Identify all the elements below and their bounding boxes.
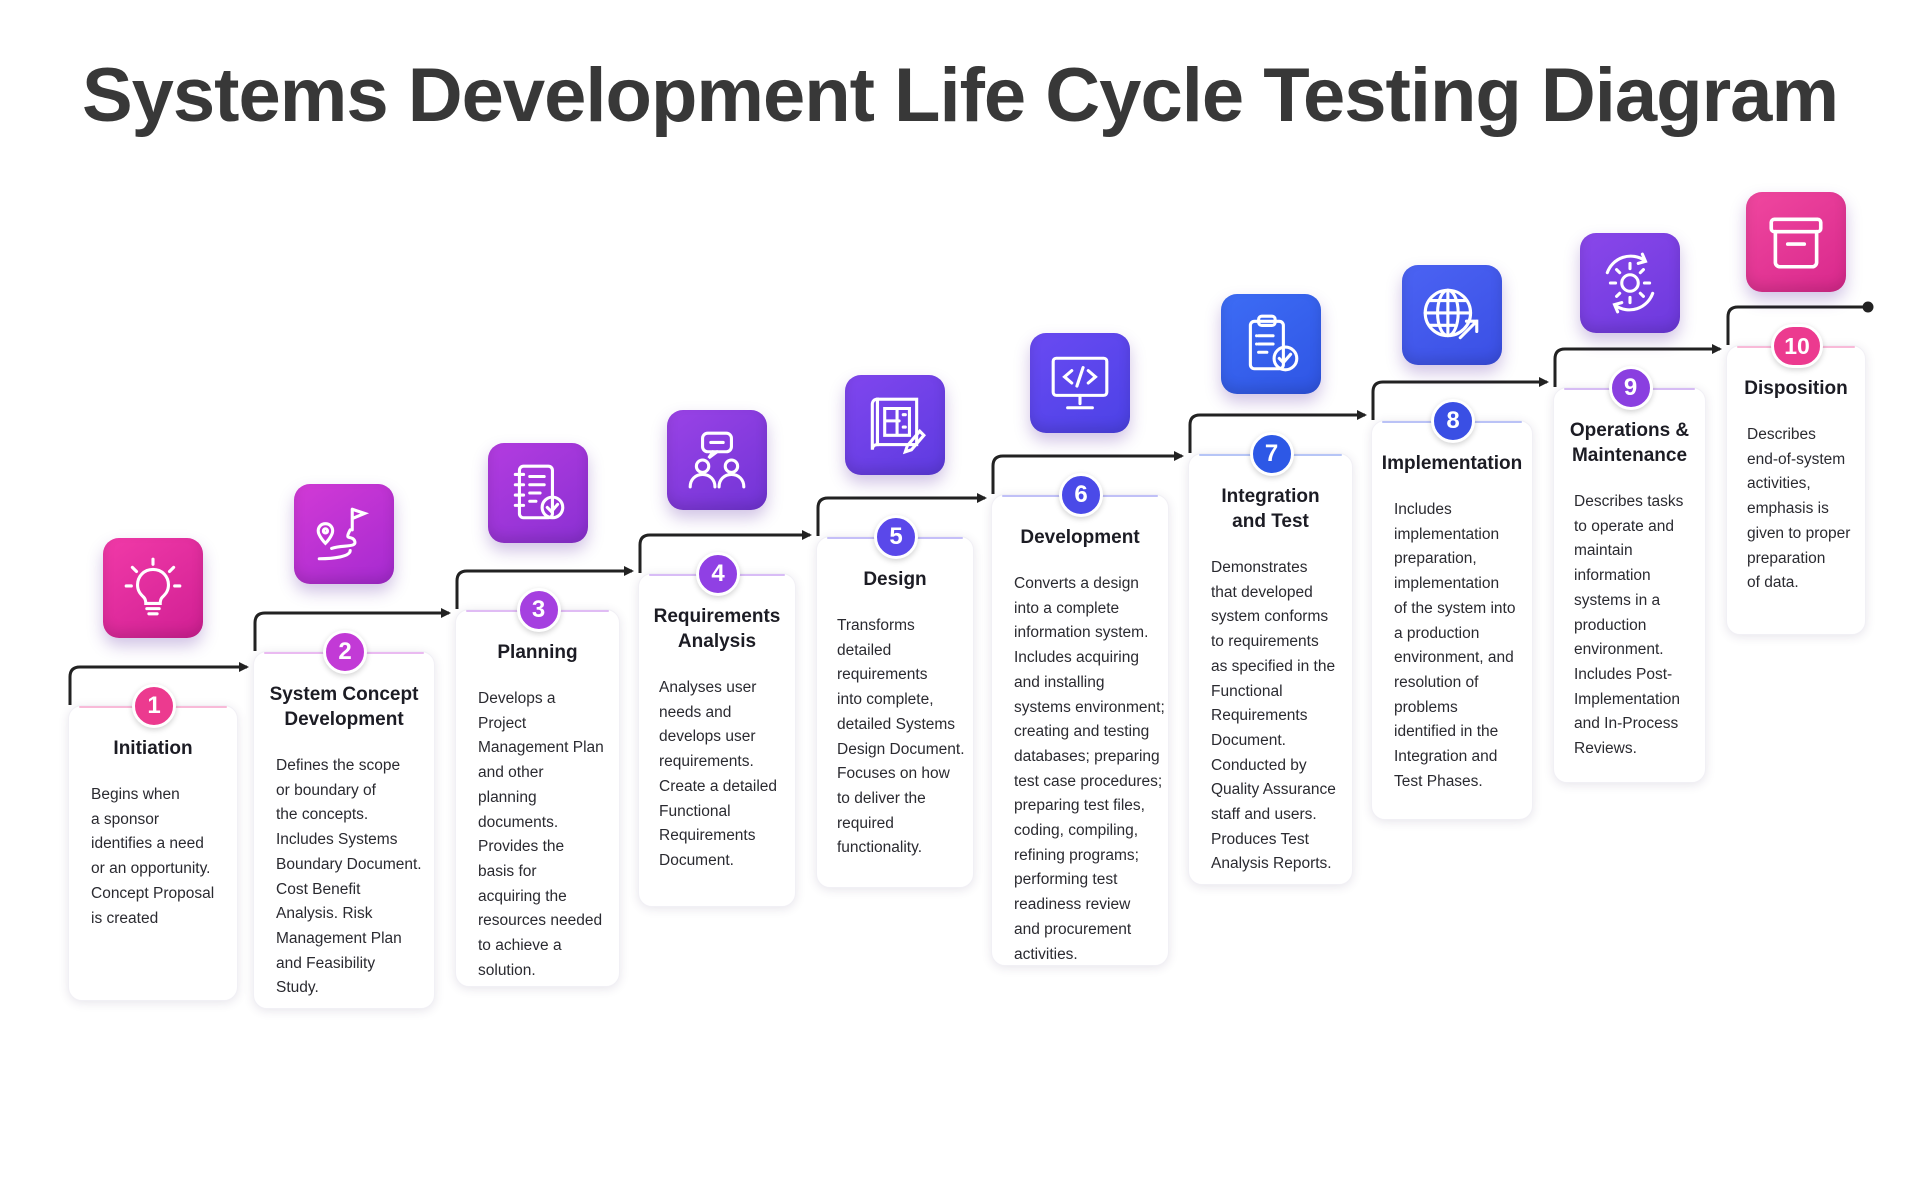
gear-cycle-icon bbox=[1579, 233, 1680, 333]
clipboard-check-icon bbox=[1220, 294, 1321, 394]
blueprint-pencil-icon bbox=[845, 375, 945, 475]
code-monitor-icon bbox=[1030, 333, 1130, 433]
step-description: Develops a Project Management Plan and o… bbox=[478, 690, 604, 979]
step-number-badge: 10 bbox=[1771, 324, 1823, 368]
step-number-badge: 7 bbox=[1249, 432, 1294, 476]
step-title: Disposition bbox=[1744, 378, 1848, 399]
step-title: Operations & Maintenance bbox=[1569, 420, 1690, 466]
step-title: Development bbox=[1020, 527, 1140, 548]
step-description: Describes end-of-system activities, emph… bbox=[1747, 426, 1851, 592]
step-number-badge: 9 bbox=[1608, 366, 1653, 410]
step-number-badge: 2 bbox=[323, 630, 367, 674]
route-flag-icon bbox=[294, 484, 394, 584]
step-number-badge: 5 bbox=[874, 515, 918, 559]
step-description: Begins when a sponsor identifies a need … bbox=[91, 786, 215, 927]
step-description: Defines the scope or boundary of the con… bbox=[276, 757, 422, 997]
globe-arrow-icon bbox=[1402, 265, 1502, 365]
step-description: Converts a design into a complete inform… bbox=[1014, 575, 1165, 963]
archive-box-icon bbox=[1746, 192, 1846, 292]
step-description: Describes tasks to operate and maintain … bbox=[1574, 493, 1684, 758]
step-title: Initiation bbox=[113, 738, 193, 759]
step-description: Includes implementation preparation, imp… bbox=[1394, 501, 1516, 790]
connector-end-dot bbox=[1862, 301, 1874, 313]
step-title: Requirements Analysis bbox=[653, 606, 781, 652]
step-title: Design bbox=[863, 569, 927, 590]
step-description: Transforms detailed requirements into co… bbox=[837, 617, 965, 857]
step-description: Analyses user needs and develops user re… bbox=[659, 679, 778, 869]
page-title: Systems Development Life Cycle Testing D… bbox=[81, 53, 1839, 138]
step-description: Demonstrates that developed system confo… bbox=[1211, 559, 1336, 873]
step-title: Integration and Test bbox=[1221, 486, 1320, 532]
step-title: Implementation bbox=[1381, 453, 1523, 474]
lightbulb-icon bbox=[103, 538, 203, 638]
step-number-badge: 8 bbox=[1431, 399, 1475, 443]
users-discussion-icon bbox=[667, 410, 767, 510]
step-title: System Concept Development bbox=[269, 684, 419, 730]
step-number-badge: 6 bbox=[1059, 473, 1103, 517]
step-number-badge: 3 bbox=[516, 588, 561, 632]
step-number-badge: 1 bbox=[132, 684, 176, 728]
checklist-notebook-icon bbox=[487, 443, 588, 543]
step-number-badge: 4 bbox=[696, 552, 740, 596]
step-title: Planning bbox=[497, 642, 578, 663]
